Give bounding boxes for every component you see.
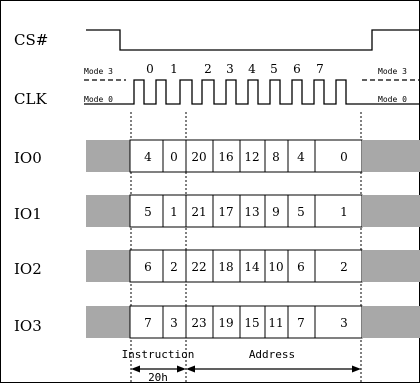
io1-label: IO1 [14,205,42,223]
clk-waveform [128,79,362,105]
io0-data-band [129,139,363,173]
io2-label: IO2 [14,260,42,278]
clk-cycle-7: 7 [316,62,324,76]
io2-bit: 6 [297,260,305,274]
clk-label: CLK [14,90,47,108]
clk-mode0-label-right: Mode 0 [378,95,407,104]
io3-bit: 23 [191,316,206,330]
clk-mode3-label-right: Mode 3 [378,67,407,76]
io3-bit: 7 [297,316,305,330]
clk-mode0-label-left: Mode 0 [84,95,113,104]
io2-bit: 10 [268,260,283,274]
instruction-code-label: 20h [148,371,168,383]
io0-bit: 16 [218,150,233,164]
clk-cycle-6: 6 [293,62,301,76]
io3-bit: 7 [144,316,152,330]
io1-bit: 1 [170,205,178,219]
io2-dont-care-left [86,250,130,282]
instruction-arrowhead-right [177,365,186,373]
instruction-span-arrow [131,365,186,373]
io2-row: 6 2 22 18 14 10 6 2 [86,249,420,283]
io0-row: 4 0 20 16 12 8 4 0 [86,139,420,173]
io1-bit: 1 [340,205,348,219]
io2-bit: 14 [244,260,260,274]
address-arrowhead-right [352,365,361,373]
io0-bit: 8 [272,150,280,164]
address-span-arrow [186,365,361,373]
io3-dont-care-right [362,306,420,338]
io2-bit: 2 [170,260,178,274]
io3-dont-care-left [86,306,130,338]
io3-bit: 19 [218,316,233,330]
io3-row: 7 3 23 19 15 11 7 3 [86,305,420,339]
io1-bit: 9 [272,205,280,219]
clk-cycle-0: 0 [146,62,154,76]
io0-bit: 4 [144,150,152,164]
io2-bit: 22 [191,260,206,274]
io1-row: 5 1 21 17 13 9 5 1 [86,194,420,228]
clk-cycle-3: 3 [226,62,234,76]
io0-label: IO0 [14,149,42,167]
instruction-phase-label: Instruction [122,348,195,361]
io3-bit: 11 [268,316,283,330]
io3-label: IO3 [14,317,42,335]
io2-dont-care-right [362,250,420,282]
clk-mode3-label-left: Mode 3 [84,67,113,76]
cs-label: CS# [14,31,48,49]
cs-waveform [86,29,420,51]
instruction-arrowhead-left [131,365,140,373]
io1-bit: 17 [218,205,233,219]
io0-bit: 0 [340,150,348,164]
io2-bit: 6 [144,260,152,274]
io2-bit: 2 [340,260,348,274]
address-phase-label: Address [249,348,295,361]
clk-cycle-2: 2 [204,62,212,76]
io0-bit: 0 [170,150,178,164]
clk-cycle-1: 1 [170,62,178,76]
io1-bit: 5 [144,205,152,219]
io2-bit: 18 [218,260,233,274]
io0-bit: 20 [191,150,206,164]
io1-bit: 13 [244,205,259,219]
io3-bit: 3 [170,316,178,330]
address-arrowhead-left [186,365,195,373]
io1-dont-care-right [362,195,420,227]
io0-dont-care-right [362,140,420,172]
clk-cycle-4: 4 [248,62,256,76]
io3-data-band [129,305,363,339]
io2-data-band [129,249,363,283]
io1-dont-care-left [86,195,130,227]
io1-bit: 21 [191,205,206,219]
io0-bit: 4 [297,150,305,164]
io3-bit: 3 [340,316,348,330]
clk-cycle-5: 5 [270,62,278,76]
io3-bit: 15 [244,316,259,330]
io0-bit: 12 [244,150,259,164]
io0-dont-care-left [86,140,130,172]
io1-bit: 5 [297,205,305,219]
